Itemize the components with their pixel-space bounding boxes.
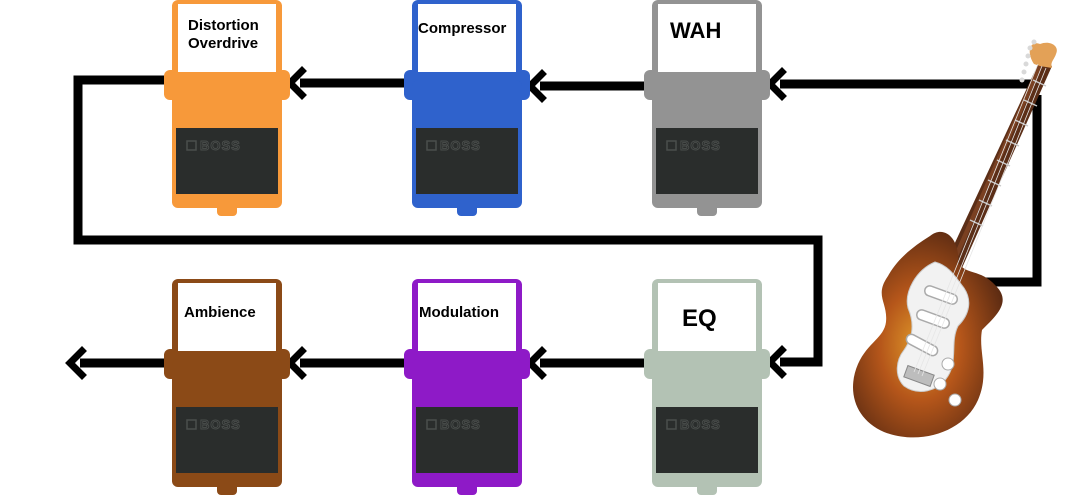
pedal-distortion-footswitch[interactable]	[176, 128, 278, 194]
guitar-frets	[969, 79, 1047, 227]
pedal-group: BOSSDistortionOverdriveBOSSCompressorBOS…	[164, 0, 770, 495]
pedal-eq-footswitch[interactable]	[656, 407, 758, 473]
tuning-pegs	[1019, 39, 1037, 83]
pedal-modulation-footswitch[interactable]	[416, 407, 518, 473]
pedal-modulation-tab	[457, 479, 477, 495]
guitar-pickups	[905, 285, 959, 357]
guitar-strings	[913, 63, 1047, 377]
pedal-ambience-footswitch[interactable]	[176, 407, 278, 473]
pedal-wah-label-line-1: WAH	[670, 18, 721, 43]
pedal-ambience-label-window	[178, 283, 276, 351]
pedal-modulation: BOSS Modulation	[404, 279, 530, 495]
pedal-eq-label-line-1: EQ	[682, 305, 717, 332]
pedal-compressor-tab	[457, 200, 477, 216]
boss-logo-icon	[666, 419, 677, 430]
pedal-ambience: BOSS Ambience	[164, 279, 290, 495]
guitar-knobs	[933, 357, 962, 407]
boss-logo-icon	[666, 140, 677, 151]
pedal-modulation-brand: BOSS	[440, 417, 481, 432]
pedal-eq: BOSS EQ	[644, 279, 770, 495]
pedal-modulation-label-window	[418, 283, 516, 351]
pedal-distortion-label-line-1: Distortion	[188, 17, 259, 34]
pedal-ambience-tab	[217, 479, 237, 495]
electric-guitar-icon	[853, 39, 1057, 438]
pedal-ambience-label-line-1: Ambience	[184, 304, 256, 321]
pedal-eq-tab	[697, 479, 717, 495]
pedal-wah-tab	[697, 200, 717, 216]
pedal-wah-label-window	[658, 4, 756, 72]
pedal-compressor-footswitch[interactable]	[416, 128, 518, 194]
pedal-eq-label-window	[658, 283, 756, 351]
pedal-distortion-brand: BOSS	[200, 138, 241, 153]
pedal-ambience-brand: BOSS	[200, 417, 241, 432]
cable-distortion-to-eq	[73, 75, 823, 367]
boss-logo-icon	[186, 419, 197, 430]
pedal-wah-footswitch[interactable]	[656, 128, 758, 194]
boss-logo-icon	[186, 140, 197, 151]
pedal-compressor-brand: BOSS	[440, 138, 481, 153]
boss-logo-icon	[426, 419, 437, 430]
pedal-compressor-label-line-1: Compressor	[418, 20, 507, 37]
pedal-wah-brand: BOSS	[680, 138, 721, 153]
arrow-output	[65, 346, 87, 380]
pedal-wah: BOSS WAH	[644, 0, 770, 216]
pedal-compressor-label-window	[418, 4, 516, 72]
pedal-modulation-label-line-1: Modulation	[419, 304, 499, 321]
pedal-eq-brand: BOSS	[680, 417, 721, 432]
pedal-compressor: BOSS Compressor	[404, 0, 530, 216]
pedal-distortion-label-line-2: Overdrive	[188, 35, 258, 52]
boss-logo-icon	[426, 140, 437, 151]
pedal-distortion-label-window	[178, 4, 276, 72]
guitar-headstock	[1029, 42, 1057, 68]
pedal-distortion-tab	[217, 200, 237, 216]
guitar-bridge	[903, 364, 935, 388]
